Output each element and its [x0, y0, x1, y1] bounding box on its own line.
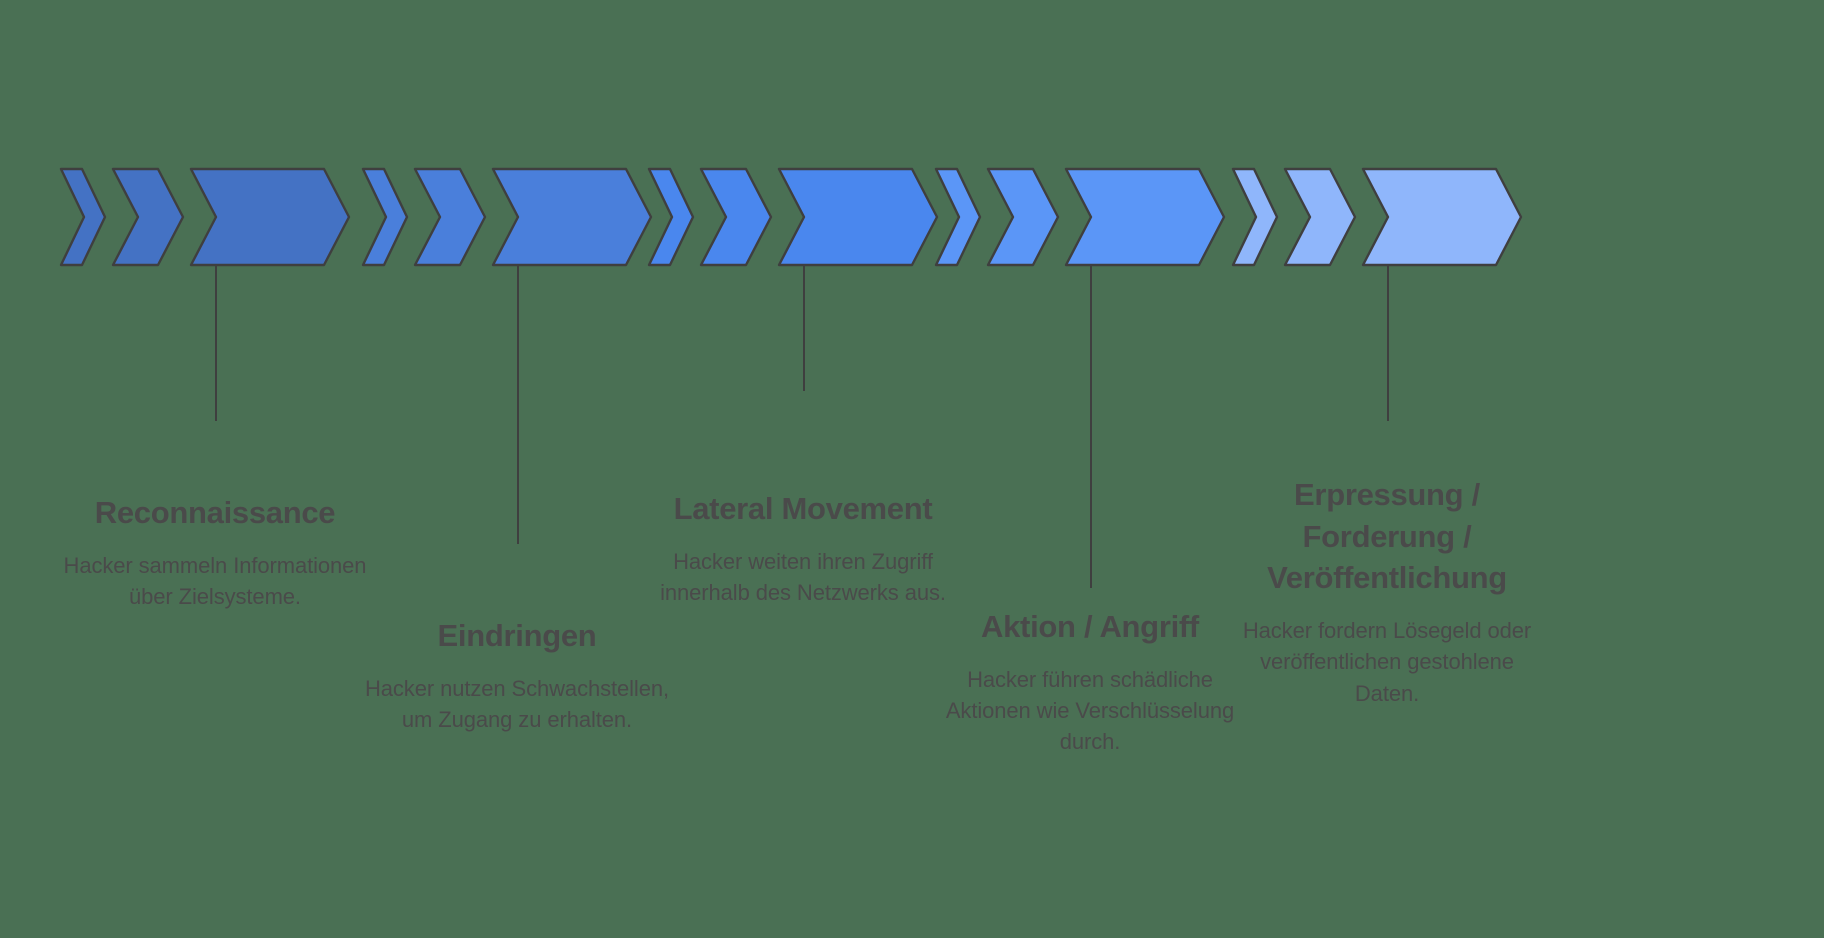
chevron-small-a-4 — [934, 167, 982, 267]
stage-text-4: Aktion / Angriff Hacker führen schädlich… — [935, 606, 1245, 758]
stage-lateral-movement: Lateral Movement Hacker weiten ihren Zug… — [647, 0, 958, 938]
stage-description-2: Hacker nutzen Schwachstellen, um Zugang … — [364, 675, 670, 732]
stage-aktion-angriff: Aktion / Angriff Hacker führen schädlich… — [934, 0, 1245, 938]
chevron-large-2 — [491, 167, 653, 267]
connector-line-4 — [1090, 266, 1092, 588]
stage-text-3: Lateral Movement Hacker weiten ihren Zug… — [648, 488, 958, 608]
stage-title-2: Eindringen — [437, 618, 597, 653]
stage-title-5: Erpressung / Forderung / Veröffentlichun… — [1267, 477, 1507, 596]
stage-description-4: Hacker führen schädliche Aktionen wie Ve… — [945, 666, 1235, 755]
chevron-large-3 — [777, 167, 939, 267]
chevron-small-b-4 — [986, 167, 1060, 267]
chevron-small-a-1 — [59, 167, 107, 267]
stage-text-5: Erpressung / Forderung / Veröffentlichun… — [1232, 474, 1542, 709]
chevron-group-1 — [59, 167, 370, 267]
chevron-group-5 — [1231, 167, 1542, 267]
chevron-small-b-2 — [413, 167, 487, 267]
stage-description-1: Hacker sammeln Informationen über Zielsy… — [63, 552, 367, 609]
chevron-small-a-5 — [1231, 167, 1279, 267]
stage-text-1: Reconnaissance Hacker sammeln Informatio… — [60, 492, 370, 612]
chevron-small-b-3 — [699, 167, 773, 267]
stage-title-3: Lateral Movement — [673, 491, 933, 526]
connector-line-2 — [517, 266, 519, 544]
stage-description-5: Hacker fordern Lösegeld oder veröffentli… — [1242, 617, 1532, 706]
connector-line-3 — [803, 266, 805, 391]
chevron-large-4 — [1064, 167, 1226, 267]
stage-erpressung: Erpressung / Forderung / Veröffentlichun… — [1231, 0, 1542, 938]
stage-title-4: Aktion / Angriff — [981, 609, 1199, 644]
chevron-group-2 — [361, 167, 672, 267]
chevron-large-5 — [1361, 167, 1523, 267]
connector-line-1 — [215, 266, 217, 421]
chevron-small-a-3 — [647, 167, 695, 267]
stage-text-2: Eindringen Hacker nutzen Schwachstellen,… — [362, 615, 672, 735]
stage-description-3: Hacker weiten ihren Zugriff innerhalb de… — [660, 548, 946, 605]
stage-eindringen: Eindringen Hacker nutzen Schwachstellen,… — [361, 0, 672, 938]
chevron-small-b-1 — [111, 167, 185, 267]
chevron-small-b-5 — [1283, 167, 1357, 267]
chevron-group-3 — [647, 167, 958, 267]
stage-reconnaissance: Reconnaissance Hacker sammeln Informatio… — [59, 0, 370, 938]
chevron-small-a-2 — [361, 167, 409, 267]
stage-title-1: Reconnaissance — [94, 495, 336, 530]
chevron-group-4 — [934, 167, 1245, 267]
connector-line-5 — [1387, 266, 1389, 421]
chevron-large-1 — [189, 167, 351, 267]
